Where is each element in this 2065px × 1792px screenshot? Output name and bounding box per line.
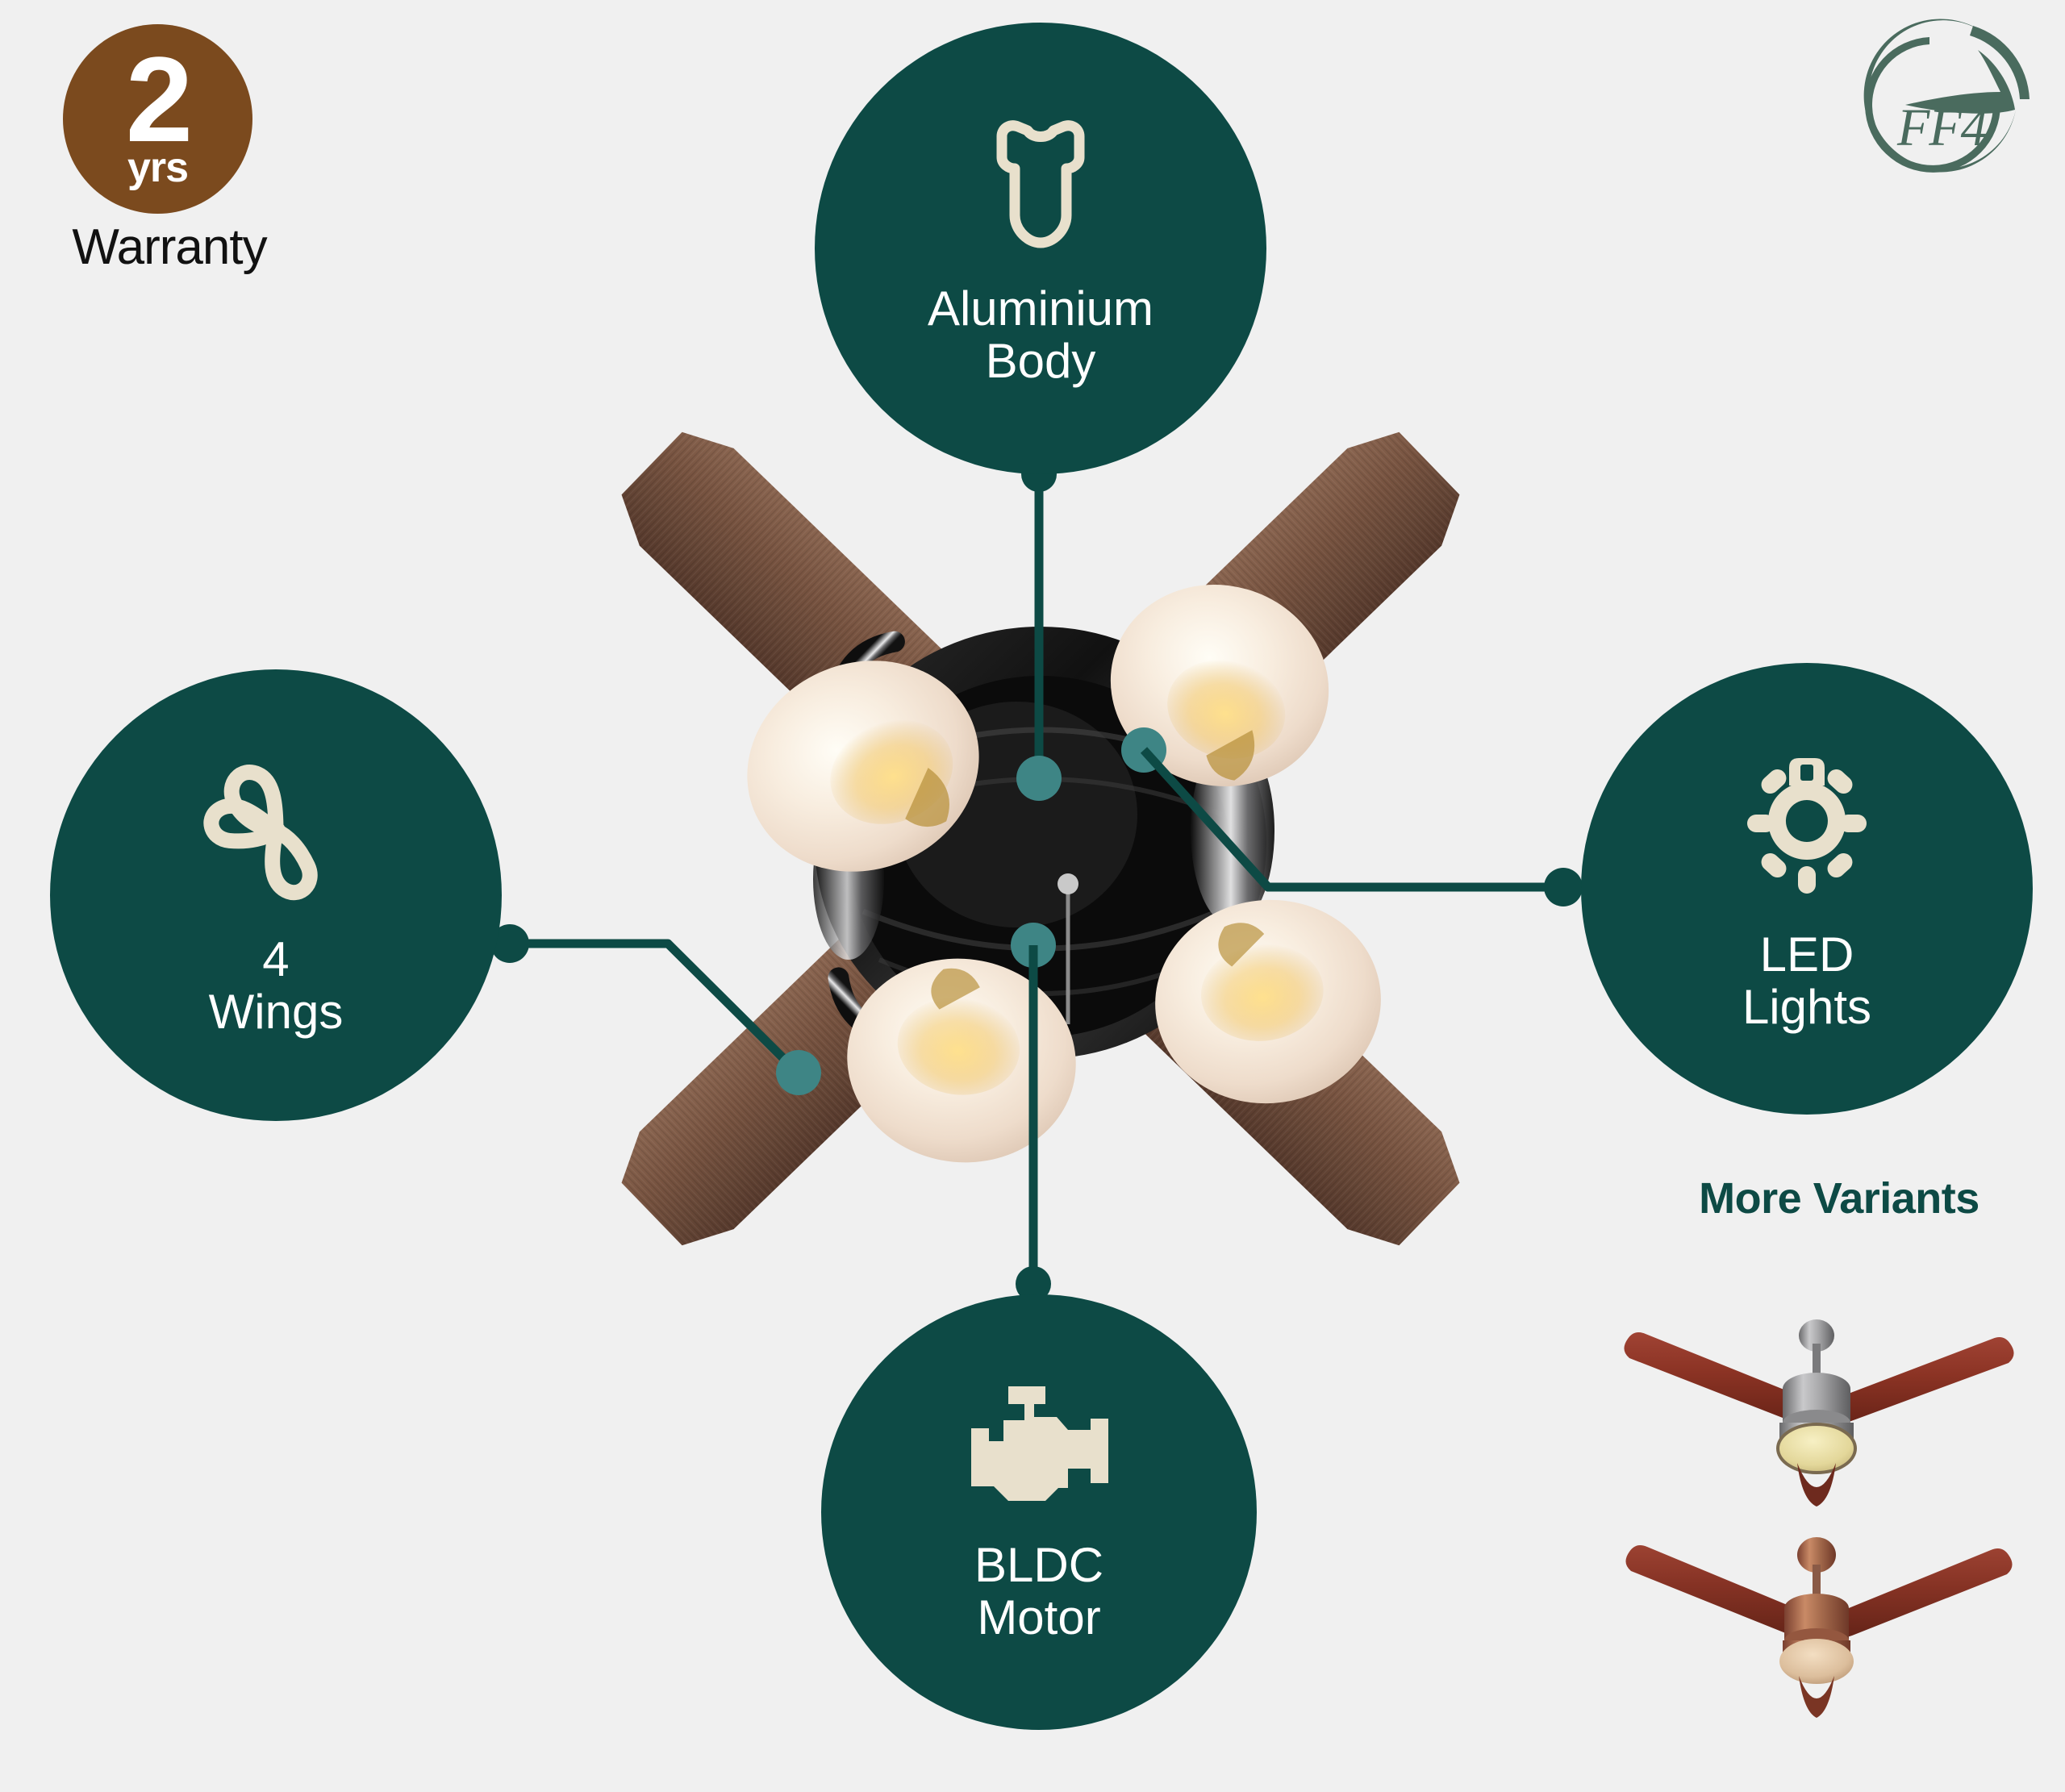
warranty-years-unit: yrs <box>127 144 189 191</box>
light-bulb-rays-icon <box>1726 744 1888 905</box>
ceiling-fan-3-blade-icon <box>1624 1319 2014 1507</box>
feature-label-led-lights: LED Lights <box>1742 927 1872 1034</box>
feature-circle-bldc-motor[interactable]: BLDC Motor <box>821 1294 1257 1730</box>
feature-circle-led-lights[interactable]: LED Lights <box>1581 663 2033 1115</box>
svg-text:FF4: FF4 <box>1896 98 1987 157</box>
ff4-logo-icon: FF4 <box>1863 19 2030 173</box>
more-variants-title: More Variants <box>1699 1174 1979 1223</box>
ceiling-fan-3-blade-icon <box>1625 1537 2013 1718</box>
fan-propeller-icon <box>195 752 357 913</box>
feature-circle-aluminium-body[interactable]: Aluminium Body <box>815 23 1266 474</box>
variant-thumbnail-1[interactable] <box>1605 1306 2033 1523</box>
more-variants-section: More Variants <box>1629 1173 2049 1223</box>
warranty-badge: 2 yrs Warranty <box>48 24 331 276</box>
brand-logo: FF4 <box>1828 15 2038 184</box>
body-outline-icon <box>968 109 1113 262</box>
warranty-circle: 2 yrs <box>63 24 252 214</box>
feature-label-aluminium-body: Aluminium Body <box>927 281 1154 388</box>
feature-label-bldc-motor: BLDC Motor <box>974 1538 1104 1644</box>
feature-label-four-wings: 4 Wings <box>208 932 344 1039</box>
variant-thumbnail-2[interactable] <box>1605 1524 2033 1741</box>
warranty-label: Warranty <box>72 219 267 275</box>
engine-motor-icon <box>958 1380 1120 1517</box>
main-fan-product-image <box>452 315 1629 1387</box>
feature-circle-four-wings[interactable]: 4 Wings <box>50 669 502 1121</box>
warranty-years-value: 2 <box>125 31 193 167</box>
